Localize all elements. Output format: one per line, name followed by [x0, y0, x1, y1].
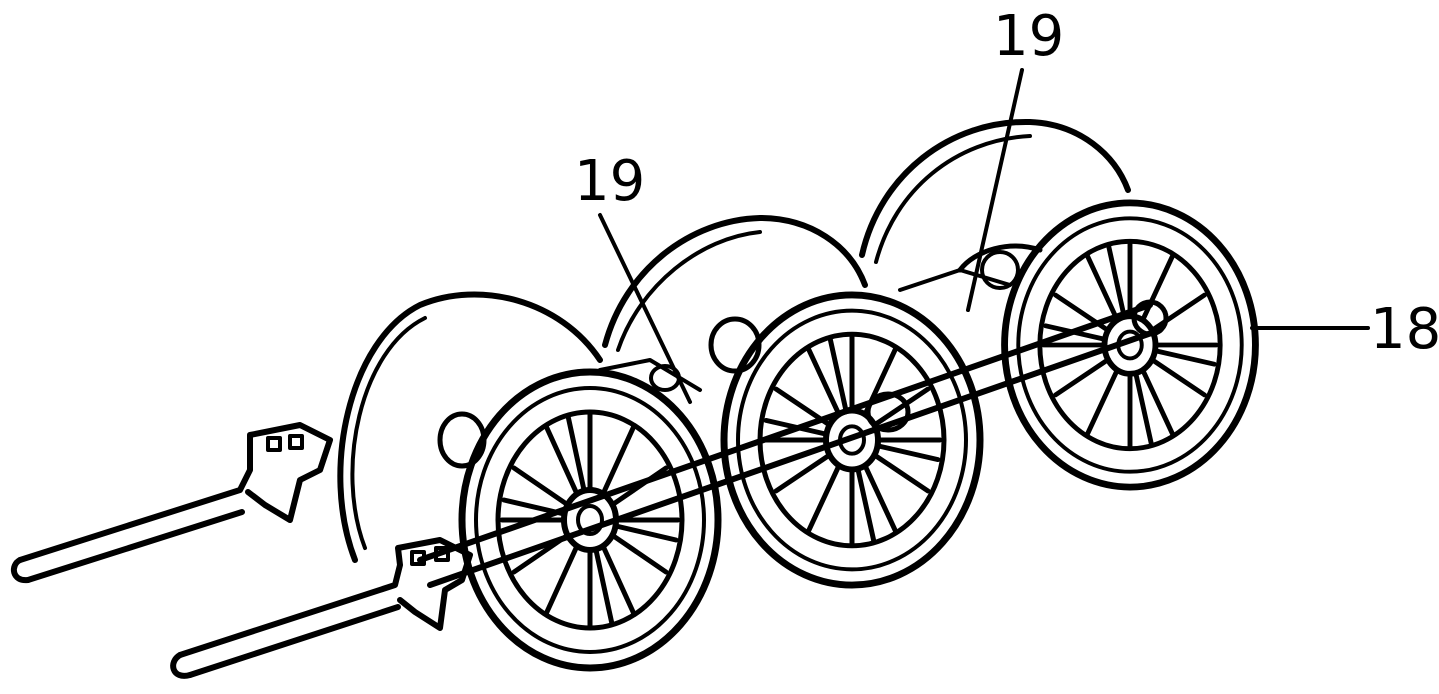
pickup-arm-front [170, 537, 473, 679]
leader-line-top-19 [966, 68, 1024, 312]
rear-wheel-middle [602, 215, 868, 352]
leader-line-left-19 [598, 213, 692, 404]
pickup-arm-rear [10, 422, 333, 584]
rear-wheel-left [337, 291, 603, 563]
axle-gear-middle [708, 268, 1012, 374]
callout-left-19: 19 [574, 149, 645, 214]
rear-wheel-right [859, 118, 1131, 264]
callout-top-19: 19 [993, 4, 1064, 69]
axle-gear-right [957, 243, 1043, 290]
front-wheel-left [462, 372, 718, 668]
coupling-rod [417, 299, 1169, 588]
callout-right-18: 18 [1370, 297, 1439, 362]
